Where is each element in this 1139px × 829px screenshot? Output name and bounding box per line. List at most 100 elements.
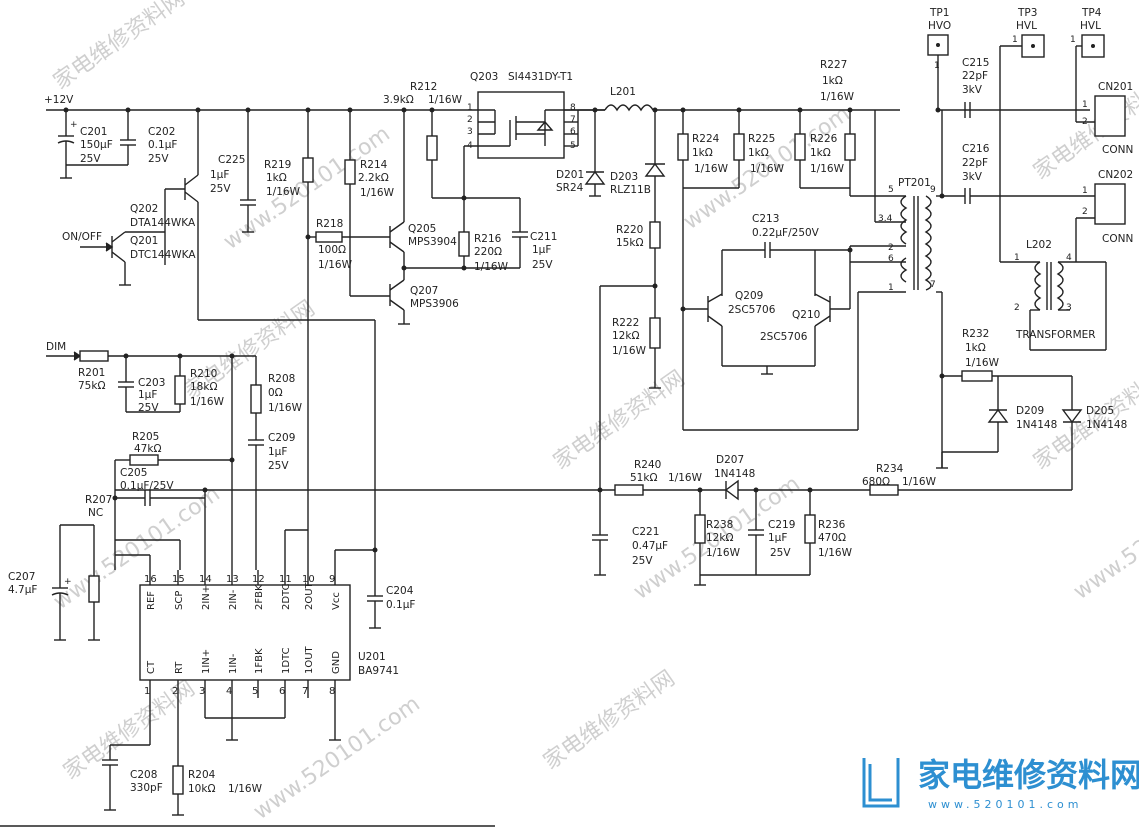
value-c209: 1μF: [268, 446, 287, 458]
transistor-q201: ON/OFF Q201 DTC144WKA: [62, 231, 196, 286]
connector-cn202: CN202 CONN 1 2: [1075, 169, 1133, 262]
label-l201: L201: [610, 86, 636, 98]
pt201-pin-9: 9: [930, 185, 936, 195]
rating-c225: 25V: [210, 183, 231, 195]
label-r226: R226: [810, 133, 838, 145]
resistor-r216: R216 220Ω 1/16W: [458, 195, 509, 273]
value-c204: 0.1μF: [386, 599, 415, 611]
value-c211: 1μF: [532, 244, 551, 256]
name-cn201: CONN: [1102, 144, 1133, 156]
ic-pin-number: 13: [226, 574, 239, 585]
dim-input: DIM: [46, 341, 82, 361]
label-cn202: CN202: [1098, 169, 1133, 181]
power-r204: 1/16W: [228, 783, 263, 795]
label-cn201: CN201: [1098, 81, 1133, 93]
label-c219: C219: [768, 519, 795, 531]
power-r210: 1/16W: [190, 396, 225, 408]
value-r222: 12kΩ: [612, 330, 639, 342]
ic-u201: U201 BA9741 16REF15SCP142IN+132IN-122FBK…: [114, 554, 399, 698]
ic-connections: C204 0.1μF: [115, 319, 415, 741]
label-12v: +12V: [44, 94, 74, 106]
pt201-pin-7: 7: [930, 280, 936, 290]
value-r238: 12kΩ: [706, 532, 733, 544]
value-c202: 0.1μF: [148, 139, 177, 151]
label-c215: C215: [962, 57, 989, 69]
value-r205: 47kΩ: [134, 443, 161, 455]
capacitor-c209: C209 1μF 25V: [248, 432, 295, 570]
book-icon: [862, 758, 900, 808]
connector-cn201: CN201 CONN 1 2: [1076, 81, 1133, 156]
label-d205: D205: [1086, 405, 1114, 417]
rating-c202: 25V: [148, 153, 169, 165]
label-r232: R232: [962, 328, 989, 340]
part-d205: 1N4148: [1086, 419, 1127, 431]
l202-pin-2: 2: [1014, 303, 1020, 313]
name-cn202: CONN: [1102, 233, 1133, 245]
label-tp3: TP3: [1017, 7, 1037, 19]
ic-pin-number: 3: [199, 686, 205, 697]
resistor-r205: R205 47kΩ: [115, 431, 235, 466]
value-r240: 51kΩ: [630, 472, 657, 484]
transistor-q210: Q210 2SC5706: [722, 250, 851, 375]
part-q201: DTC144WKA: [130, 249, 196, 261]
power-r232: 1/16W: [965, 357, 1000, 369]
label-c201: C201: [80, 126, 107, 138]
value-c221: 0.47μF: [632, 540, 668, 552]
value-r234: 680Ω: [862, 476, 890, 488]
name-tp4: HVL: [1080, 20, 1101, 32]
label-tp4: TP4: [1081, 7, 1102, 19]
label-r207: R207: [85, 494, 112, 506]
value-r208: 0Ω: [268, 387, 283, 399]
rating-c201: 25V: [80, 153, 101, 165]
power-r234: 1/16W: [902, 476, 937, 488]
pt201-pin-5: 5: [888, 185, 894, 195]
cn201-pin-1: 1: [1082, 100, 1088, 110]
label-c211: C211: [530, 231, 557, 243]
value-c219: 1μF: [768, 532, 787, 544]
resistor-r208: R208 0Ω 1/16W: [231, 355, 303, 570]
name-tp3: HVL: [1016, 20, 1037, 32]
ic-pin-name: 2FBK: [254, 584, 265, 610]
part-d209: 1N4148: [1016, 419, 1057, 431]
label-q203: Q203: [470, 71, 498, 83]
value-c205: 0.1μF/25V: [120, 480, 174, 492]
label-r212: R212: [410, 81, 437, 93]
label-pt201: PT201: [898, 177, 931, 189]
ic-pin-number: 11: [279, 574, 292, 585]
resistor-r225: R225 1kΩ 1/16W: [733, 110, 785, 188]
label-c209: C209: [268, 432, 295, 444]
diode-d209: D209 1N4148: [942, 376, 1057, 453]
capacitor-c208: C208 330pF: [102, 698, 163, 811]
resistor-r226: R226 1kΩ 1/16W: [794, 110, 850, 189]
transformer-pt201: PT201 5 3.4 2 6 1 9 7: [683, 110, 943, 468]
transformer-l202: L202 1 4 2 3 TRANSFORMER: [1000, 239, 1107, 351]
label-r214: R214: [360, 159, 388, 171]
ic-pin-number: 8: [329, 686, 335, 697]
resistor-r204: R204 10kΩ 1/16W: [172, 698, 263, 816]
pt201-pin-2: 2: [888, 243, 894, 253]
ic-pin-name: REF: [146, 591, 157, 610]
ic-pin-name: SCP: [174, 591, 185, 610]
capacitor-c205: C205 0.1μF/25V: [112, 460, 208, 570]
resistor-r234: R234 680Ω 1/16W: [810, 463, 1072, 496]
resistor-r236: R236 470Ω 1/16W: [804, 490, 853, 575]
cn202-pin-2: 2: [1082, 207, 1088, 217]
rating-c216: 3kV: [962, 171, 983, 183]
label-d207: D207: [716, 454, 744, 466]
ic-pin-name: Vcc: [331, 592, 342, 610]
value-r220: 15kΩ: [616, 237, 643, 249]
ic-pin-name: 1OUT: [304, 645, 315, 674]
resistor-r240: R240 51kΩ 1/16W: [115, 459, 703, 496]
capacitor-c203: C203 1μF 25V: [118, 356, 180, 414]
value-r236: 470Ω: [818, 532, 846, 544]
label-c216: C216: [962, 143, 990, 155]
label-r204: R204: [188, 769, 216, 781]
rating-c219: 25V: [770, 547, 791, 559]
ic-pin-number: 14: [199, 574, 212, 585]
value-c203: 1μF: [138, 389, 157, 401]
diode-d207: D207 1N4148: [700, 454, 813, 501]
label-q207: Q207: [410, 285, 438, 297]
part-q205: MPS3904: [408, 236, 457, 248]
capacitor-c202: C202 0.1μF 25V: [66, 110, 177, 166]
